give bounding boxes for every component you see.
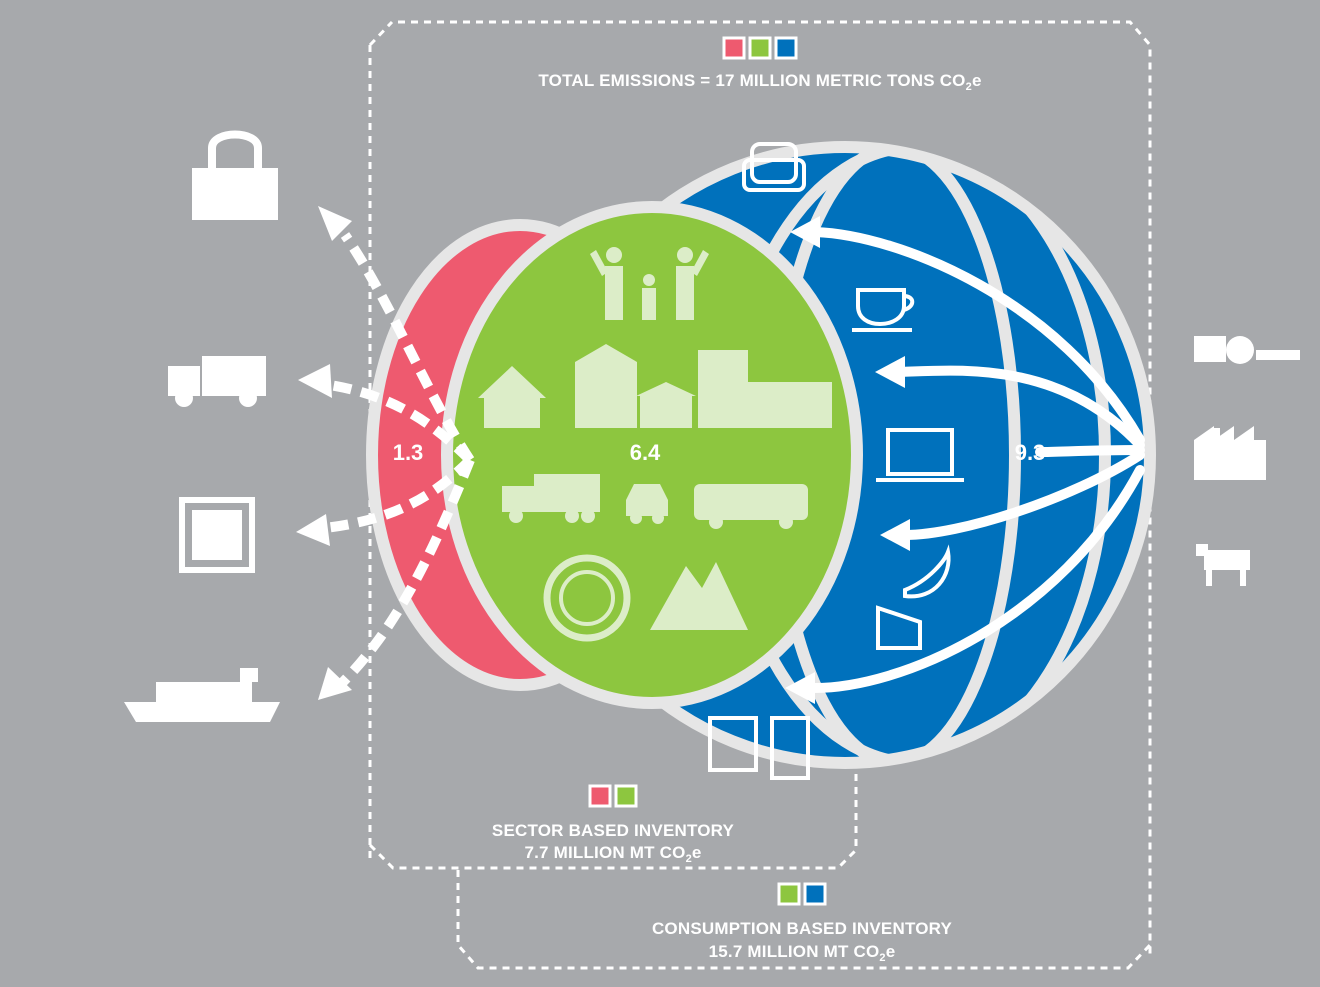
laptop-icon	[876, 428, 964, 482]
sector-value: 7.7 MILLION MT CO2e	[524, 843, 701, 865]
mountain-icon	[650, 562, 748, 630]
total-swatches	[722, 36, 798, 60]
color-swatch	[777, 882, 801, 906]
armchair-icon	[742, 142, 806, 192]
export-arrows	[324, 232, 475, 689]
cheese-icon	[876, 605, 922, 650]
family-icon	[590, 247, 709, 320]
delivery-truck-icon	[168, 356, 266, 407]
consumption-outline	[456, 870, 1152, 970]
local-value: 6.4	[630, 440, 661, 465]
exports-value: 1.3	[393, 440, 424, 465]
sector-title: SECTOR BASED INVENTORY	[492, 821, 735, 840]
color-swatch	[614, 784, 638, 808]
color-swatch	[722, 36, 746, 60]
consumption-swatches	[777, 882, 827, 906]
car-icon	[626, 484, 668, 524]
tractor-icon	[1194, 336, 1300, 364]
color-swatch	[774, 36, 798, 60]
imports-value: 9.3	[1015, 440, 1046, 465]
coffee-cup-icon	[852, 288, 915, 332]
import-arrows	[805, 227, 1145, 694]
shopping-bag-icon	[192, 130, 278, 220]
truck-icon	[502, 474, 600, 523]
consumption-value: 15.7 MILLION MT CO2e	[709, 942, 896, 964]
cargo-ship-icon	[124, 668, 280, 722]
export-arrowheads	[296, 206, 352, 700]
cow-icon	[1196, 544, 1250, 586]
factory-icon	[1194, 426, 1266, 480]
city-seal-icon	[543, 554, 631, 642]
houses-buildings-icon	[478, 344, 832, 428]
clothing-icon	[708, 716, 810, 780]
color-swatch	[748, 36, 772, 60]
total-emissions-label: TOTAL EMISSIONS = 17 MILLION METRIC TONS…	[538, 71, 981, 93]
import-arrowheads	[785, 216, 910, 704]
color-swatch	[588, 784, 612, 808]
computer-chip-icon	[179, 497, 255, 573]
banana-icon	[903, 544, 951, 599]
color-swatch	[803, 882, 827, 906]
bus-icon	[694, 484, 808, 529]
consumption-title: CONSUMPTION BASED INVENTORY	[652, 919, 953, 938]
sector-swatches	[588, 784, 638, 808]
